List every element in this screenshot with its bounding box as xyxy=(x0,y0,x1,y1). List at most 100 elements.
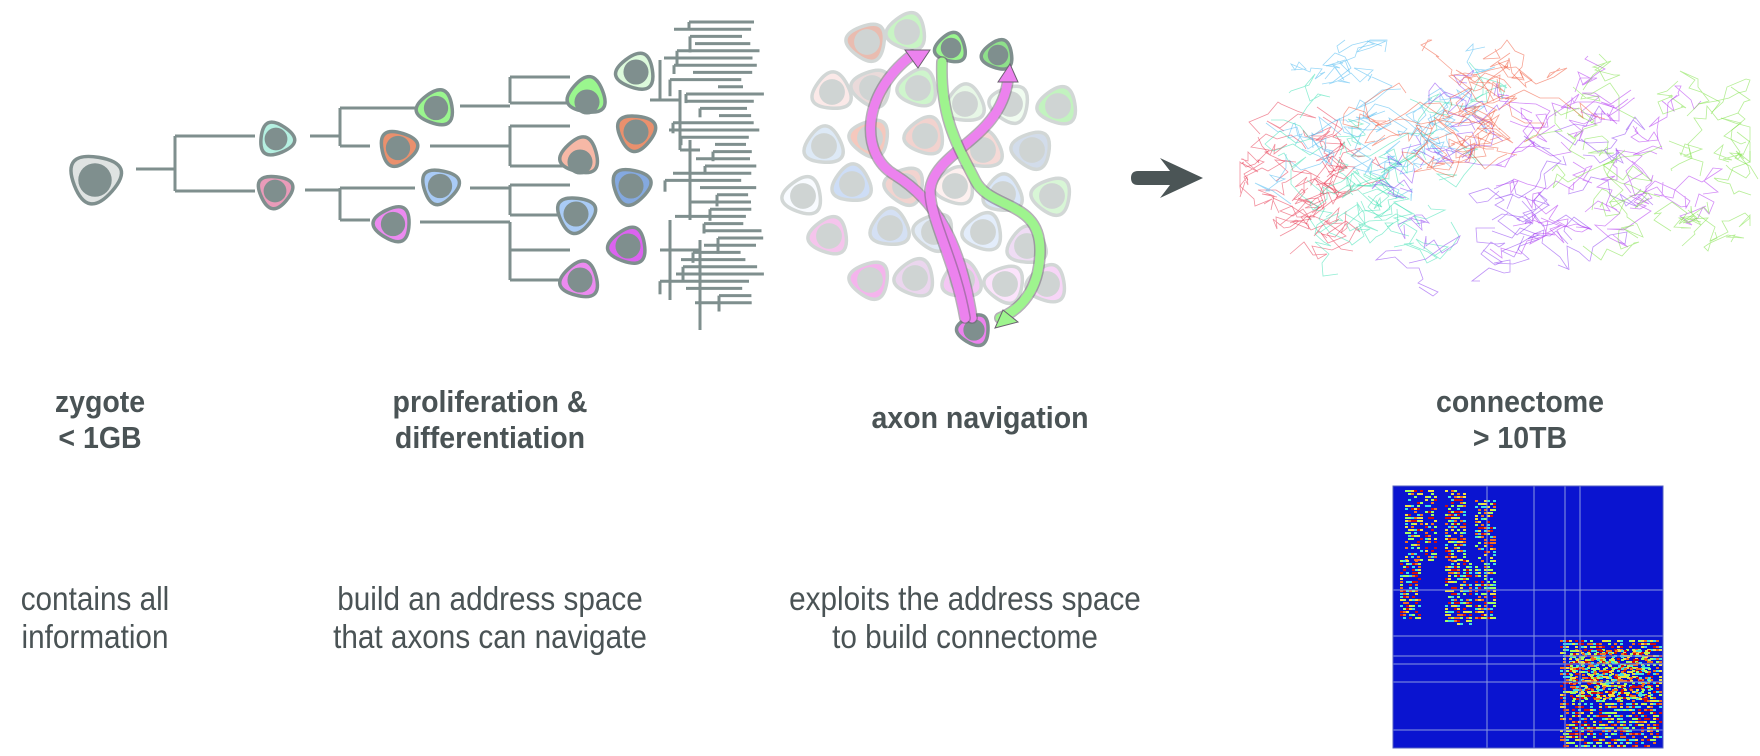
matrix-cell xyxy=(1641,721,1644,723)
matrix-cell xyxy=(1451,605,1454,607)
matrix-cell xyxy=(1460,602,1463,604)
neuron-trace xyxy=(1343,110,1386,151)
description-line: contains all xyxy=(20,580,170,617)
faded-cell-icon xyxy=(810,70,853,110)
matrix-cell xyxy=(1623,745,1626,747)
matrix-cell xyxy=(1454,593,1457,595)
matrix-cell xyxy=(1493,581,1496,583)
matrix-cell xyxy=(1448,550,1451,552)
matrix-cell xyxy=(1638,721,1641,723)
matrix-cell xyxy=(1457,511,1460,513)
matrix-cell xyxy=(1605,733,1608,735)
matrix-cell xyxy=(1606,671,1609,673)
matrix-cell xyxy=(1431,514,1434,516)
neuron-trace xyxy=(1293,182,1340,206)
neuron-trace xyxy=(1493,135,1562,202)
matrix-cell xyxy=(1621,659,1624,661)
matrix-cell xyxy=(1457,596,1460,598)
matrix-cell xyxy=(1490,527,1493,529)
matrix-cell xyxy=(1566,646,1569,648)
matrix-cell xyxy=(1588,677,1591,679)
matrix-cell xyxy=(1566,649,1569,651)
matrix-cell xyxy=(1469,593,1472,595)
matrix-cell xyxy=(1600,674,1603,676)
matrix-cell xyxy=(1460,505,1463,507)
matrix-cell xyxy=(1632,745,1635,747)
matrix-cell xyxy=(1445,584,1448,586)
matrix-cell xyxy=(1451,526,1454,528)
matrix-cell xyxy=(1445,581,1448,583)
matrix-cell xyxy=(1405,514,1408,516)
matrix-cell xyxy=(1478,512,1481,514)
neuron-trace xyxy=(1399,143,1442,175)
matrix-cell xyxy=(1460,541,1463,543)
matrix-cell xyxy=(1451,538,1454,540)
matrix-cell xyxy=(1605,652,1608,654)
matrix-cell xyxy=(1490,557,1493,559)
matrix-cell xyxy=(1576,668,1579,670)
faded-cell-icon xyxy=(982,264,1025,306)
neuron-trace xyxy=(1668,140,1704,177)
neuron-trace xyxy=(1408,235,1461,264)
matrix-cell xyxy=(1490,536,1493,538)
matrix-cell xyxy=(1600,683,1603,685)
matrix-cell xyxy=(1575,745,1578,747)
matrix-cell xyxy=(1635,739,1638,741)
matrix-cell xyxy=(1599,727,1602,729)
matrix-cell xyxy=(1487,506,1490,508)
matrix-cell xyxy=(1484,605,1487,607)
matrix-cell xyxy=(1587,667,1590,669)
matrix-cell xyxy=(1417,508,1420,510)
matrix-cell xyxy=(1484,566,1487,568)
matrix-cell xyxy=(1463,541,1466,543)
matrix-cell xyxy=(1650,658,1653,660)
matrix-cell xyxy=(1623,670,1626,672)
matrix-cell xyxy=(1412,563,1415,565)
matrix-cell xyxy=(1624,674,1627,676)
matrix-cell xyxy=(1457,566,1460,568)
neuron-trace xyxy=(1435,147,1484,188)
matrix-cell xyxy=(1445,566,1448,568)
neuron-trace xyxy=(1455,142,1518,170)
matrix-cell xyxy=(1478,536,1481,538)
matrix-cell xyxy=(1590,643,1593,645)
matrix-cell xyxy=(1572,700,1575,702)
matrix-cell xyxy=(1629,661,1632,663)
matrix-cell xyxy=(1597,698,1600,700)
matrix-cell xyxy=(1457,572,1460,574)
matrix-cell xyxy=(1411,508,1414,510)
matrix-cell xyxy=(1644,643,1647,645)
matrix-cell xyxy=(1584,640,1587,642)
matrix-cell xyxy=(1560,640,1563,642)
faded-cell-icon xyxy=(892,256,935,298)
matrix-cell xyxy=(1573,650,1576,652)
matrix-cell xyxy=(1582,695,1585,697)
neuron-trace xyxy=(1455,109,1496,159)
matrix-cell xyxy=(1411,556,1414,558)
matrix-cell xyxy=(1593,673,1596,675)
matrix-cell xyxy=(1576,653,1579,655)
neuron-trace xyxy=(1294,174,1338,195)
matrix-cell xyxy=(1642,683,1645,685)
matrix-cell xyxy=(1602,730,1605,732)
neuron-trace xyxy=(1580,116,1646,153)
neuron-trace xyxy=(1567,89,1632,136)
matrix-cell xyxy=(1593,643,1596,645)
matrix-cell xyxy=(1569,670,1572,672)
matrix-cell xyxy=(1620,697,1623,699)
matrix-cell xyxy=(1417,529,1420,531)
matrix-cell xyxy=(1466,575,1469,577)
matrix-cell xyxy=(1400,596,1403,598)
matrix-cell xyxy=(1448,617,1451,619)
matrix-cell xyxy=(1566,712,1569,714)
matrix-cell xyxy=(1611,685,1614,687)
matrix-cell xyxy=(1451,493,1454,495)
matrix-cell xyxy=(1406,611,1409,613)
matrix-cell xyxy=(1656,691,1659,693)
neuron-trace xyxy=(1401,102,1451,166)
matrix-cell xyxy=(1570,668,1573,670)
matrix-cell xyxy=(1478,557,1481,559)
matrix-cell xyxy=(1597,659,1600,661)
matrix-cell xyxy=(1593,739,1596,741)
faded-cell-icon xyxy=(1029,176,1072,218)
